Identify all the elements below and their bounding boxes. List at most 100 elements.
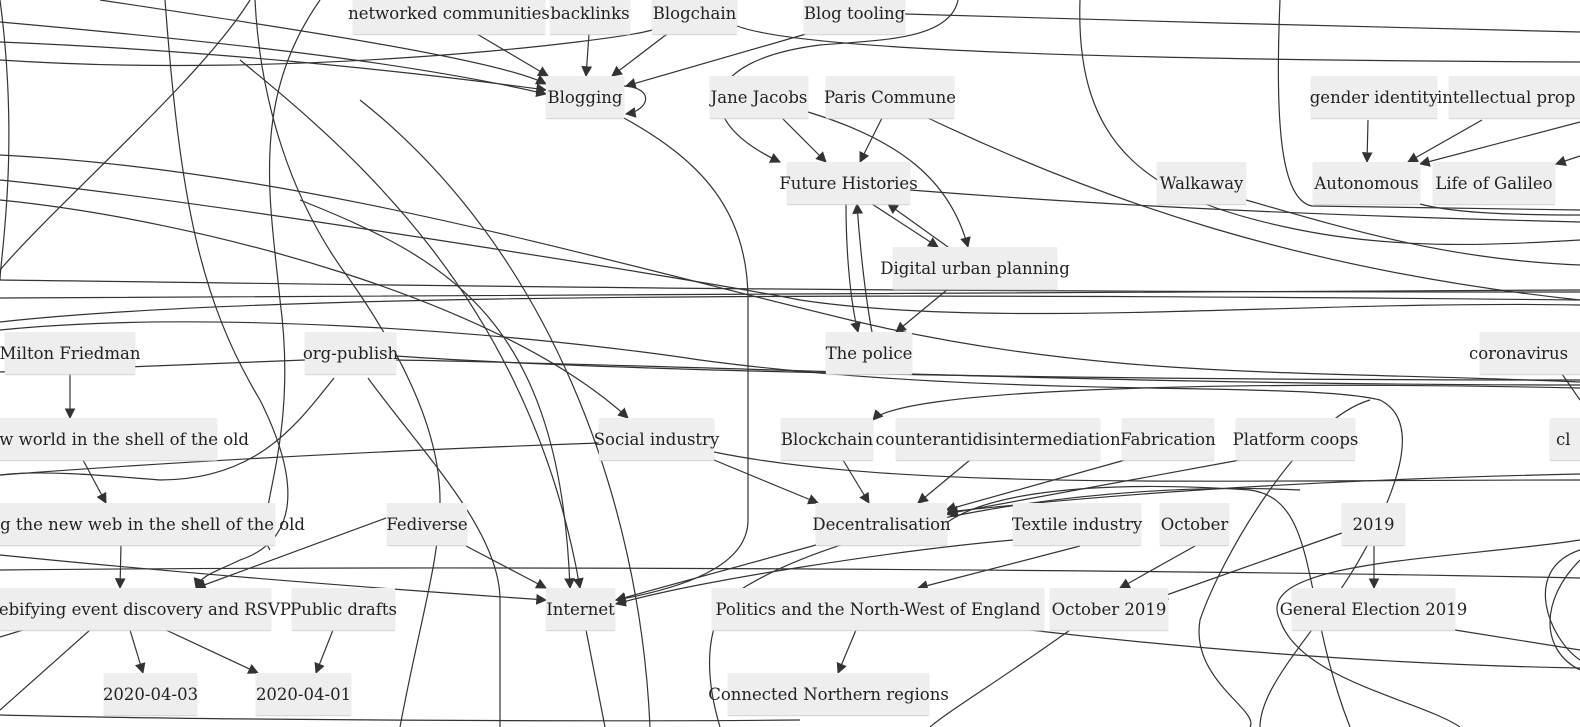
edge	[0, 295, 1580, 323]
node-2020-04-01[interactable]: 2020-04-01	[256, 673, 351, 715]
node-label: Autonomous	[1314, 173, 1419, 193]
edge	[836, 629, 857, 674]
node-2019[interactable]: 2019	[1342, 503, 1405, 545]
node-cl[interactable]: cl	[1550, 418, 1580, 460]
edge	[1561, 373, 1580, 401]
node-future-histories[interactable]: Future Histories	[779, 162, 918, 204]
edge	[713, 451, 1580, 482]
node-label: g the new web in the shell of the old	[0, 514, 305, 534]
edge	[476, 33, 549, 77]
edge	[944, 459, 1126, 513]
node-label: Blog tooling	[803, 3, 906, 23]
node-label: Milton Friedman	[0, 343, 141, 363]
node-label: gender identity	[1309, 87, 1439, 107]
node-paris-commune[interactable]: Paris Commune	[824, 76, 956, 118]
node-blockchain[interactable]: Blockchain	[781, 418, 873, 460]
edge	[917, 459, 971, 504]
edge	[1277, 0, 1580, 211]
node-label: org-publish	[302, 343, 399, 363]
edge	[129, 629, 146, 675]
edge	[1454, 629, 1580, 651]
node-autonomous[interactable]: Autonomous	[1313, 162, 1420, 204]
edge	[239, 59, 584, 590]
node-webifying-event-discovery[interactable]: ebifying event discovery and RSVP	[0, 588, 291, 630]
node-internet[interactable]: Internet	[546, 588, 615, 630]
edge	[0, 279, 1580, 293]
node-digital-urban-planning[interactable]: Digital urban planning	[880, 247, 1070, 289]
edge	[929, 629, 1071, 727]
edge	[614, 544, 817, 603]
node-intellectual-property[interactable]: intellectual prop	[1437, 76, 1580, 118]
node-public-drafts[interactable]: Public drafts	[290, 588, 397, 630]
edge	[314, 629, 334, 675]
node-social-industry[interactable]: Social industry	[594, 418, 719, 460]
node-politics-north-west-england[interactable]: Politics and the North-West of England	[712, 588, 1044, 630]
edge	[395, 359, 1580, 386]
edge	[1361, 119, 1373, 164]
node-fediverse[interactable]: Fediverse	[386, 503, 468, 545]
node-label: backlinks	[550, 3, 630, 23]
edge	[99, 0, 547, 85]
node-counterantidisintermediation[interactable]: counterantidisintermediation	[875, 418, 1121, 460]
edge	[916, 545, 1081, 591]
node-label: Walkaway	[1159, 173, 1244, 193]
node-fabrication[interactable]: Fabrication	[1120, 418, 1216, 460]
edge	[0, 199, 629, 419]
node-label: Fediverse	[386, 514, 468, 534]
node-backlinks[interactable]: backlinks	[550, 0, 630, 34]
node-org-publish[interactable]: org-publish	[302, 332, 399, 374]
edge	[0, 554, 548, 605]
node-the-police[interactable]: The police	[826, 332, 912, 374]
node-october[interactable]: October	[1160, 503, 1229, 545]
edge	[1119, 545, 1196, 589]
node-2020-04-03[interactable]: 2020-04-03	[103, 673, 198, 715]
edge	[713, 459, 819, 505]
node-general-election-2019[interactable]: General Election 2019	[1280, 588, 1467, 630]
node-milton-friedman[interactable]: Milton Friedman	[0, 332, 140, 374]
node-networked-communities[interactable]: networked communities	[348, 0, 550, 34]
edge	[736, 25, 1580, 63]
edge	[719, 0, 959, 163]
node-label: General Election 2019	[1279, 599, 1468, 619]
node-new-world-in-shell-of-old[interactable]: w world in the shell of the old	[0, 418, 249, 460]
edge	[871, 203, 939, 248]
node-jane-jacobs[interactable]: Jane Jacobs	[710, 76, 808, 118]
edge	[944, 459, 1241, 518]
node-walkaway[interactable]: Walkaway	[1157, 162, 1246, 204]
edge	[1549, 559, 1580, 671]
edge	[0, 714, 801, 722]
node-october-2019[interactable]: October 2019	[1050, 588, 1168, 630]
edge	[927, 117, 1580, 301]
edge	[0, 0, 251, 271]
node-label: Fabrication	[1120, 429, 1216, 449]
edge	[709, 487, 1301, 727]
node-platform-coops[interactable]: Platform coops	[1233, 418, 1358, 460]
edge	[0, 154, 1580, 383]
edge	[904, 13, 1580, 33]
node-connected-northern-regions[interactable]: Connected Northern regions	[708, 673, 949, 715]
node-label: Public drafts	[290, 599, 397, 619]
node-label: Life of Galileo	[1435, 173, 1553, 193]
node-textile-industry[interactable]: Textile industry	[1012, 503, 1142, 545]
edge	[852, 202, 873, 333]
node-label: October	[1160, 514, 1229, 534]
node-coronavirus[interactable]: coronavirus	[1469, 332, 1580, 374]
node-blogchain[interactable]: Blogchain	[652, 0, 737, 34]
node-new-web-in-shell-of-old[interactable]: g the new web in the shell of the old	[0, 503, 305, 545]
node-life-of-galileo[interactable]: Life of Galileo	[1433, 162, 1555, 204]
edge	[0, 442, 600, 476]
edge	[0, 41, 548, 95]
node-label: Blogchain	[652, 3, 737, 23]
node-label: 2019	[1352, 514, 1395, 534]
node-label: Platform coops	[1232, 429, 1359, 449]
node-blog-tooling[interactable]: Blog tooling	[804, 0, 905, 34]
node-blogging[interactable]: Blogging	[546, 76, 624, 118]
edge	[1418, 121, 1580, 167]
edge	[359, 99, 651, 727]
node-gender-identity[interactable]: gender identity	[1309, 76, 1439, 118]
edge	[1079, 0, 1580, 246]
edge	[614, 117, 749, 604]
node-label: Paris Commune	[824, 87, 956, 107]
node-decentralisation[interactable]: Decentralisation	[812, 503, 951, 545]
edge	[872, 384, 1580, 421]
